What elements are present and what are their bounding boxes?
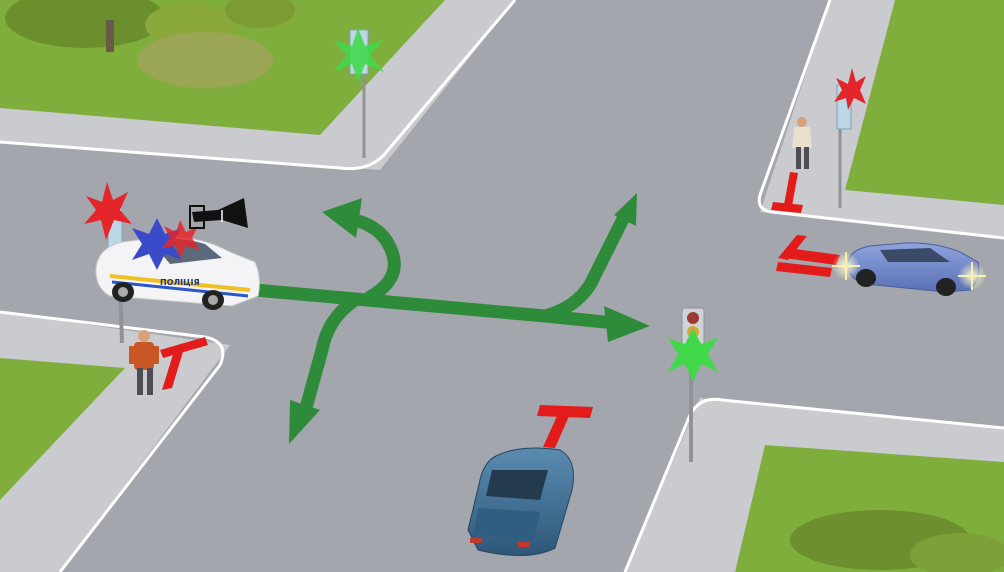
red-light-star-top-right: [834, 68, 866, 110]
sidewalk-bottom-right: [625, 398, 1004, 572]
arrow-straight-head: [604, 306, 650, 342]
stop-line-right: [776, 235, 840, 277]
stop-line-top-right: [771, 172, 803, 213]
police-label: ПОЛІЦІЯ: [160, 278, 200, 287]
police-siren-star-blue: [132, 218, 182, 270]
grass-top-right: [845, 0, 1004, 205]
traffic-light-top: [333, 28, 384, 158]
direction-arrows: [248, 208, 632, 422]
arrow-right: [538, 208, 632, 323]
horn-icon: [189, 198, 248, 229]
blue-sedan: [832, 242, 986, 296]
arrow-heads: [289, 193, 650, 444]
dark-blue-sedan: [467, 447, 574, 557]
police-siren-star-red: [162, 220, 200, 258]
grass-bottom-left: [0, 358, 125, 500]
arrow-back-left: [297, 293, 362, 422]
stop-line-left: [160, 337, 208, 390]
stop-lines: [160, 172, 840, 448]
trees: [5, 0, 1004, 572]
red-light-star-left: [84, 182, 132, 240]
green-light-star-top: [333, 28, 384, 82]
police-car: ПОЛІЦІЯ: [95, 218, 260, 310]
arrow-left-head: [322, 198, 362, 238]
pedestrian-right: [792, 117, 812, 169]
stop-line-bottom: [537, 405, 593, 448]
arrow-right-head: [614, 193, 637, 226]
traffic-light-top-right: [834, 68, 866, 208]
pedestrian-left: [129, 330, 159, 395]
sidewalk-top-right: [760, 0, 1004, 238]
arrow-left: [348, 213, 401, 304]
sidewalk-top-left: [0, 0, 515, 170]
traffic-light-bottom: [668, 307, 718, 462]
arrow-back-left-head: [289, 400, 320, 444]
green-light-star-bottom: [668, 328, 718, 382]
